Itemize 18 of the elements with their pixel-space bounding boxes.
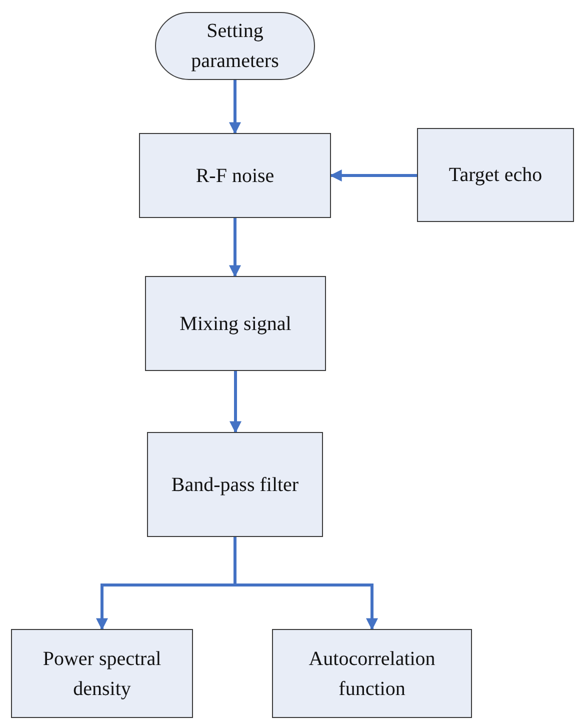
arrow [229,80,241,134]
node-label: Mixing signal [178,312,292,336]
process-box [147,432,323,537]
process-box [272,629,472,718]
arrow [229,218,241,278]
process-box [145,276,326,371]
arrow [234,537,378,630]
node-label: Band-pass filter [170,472,300,498]
arrow [330,170,417,182]
process-box [417,128,574,222]
process-box [11,629,193,718]
node-label: Setting parameters [190,19,280,74]
node-label: Autocorrelation function [308,646,436,702]
process-box [139,133,331,218]
node-label: Power spectral density [42,646,162,702]
node-label: Target echo [448,163,544,188]
node-label: R-F noise [194,164,276,188]
arrow [230,371,242,434]
